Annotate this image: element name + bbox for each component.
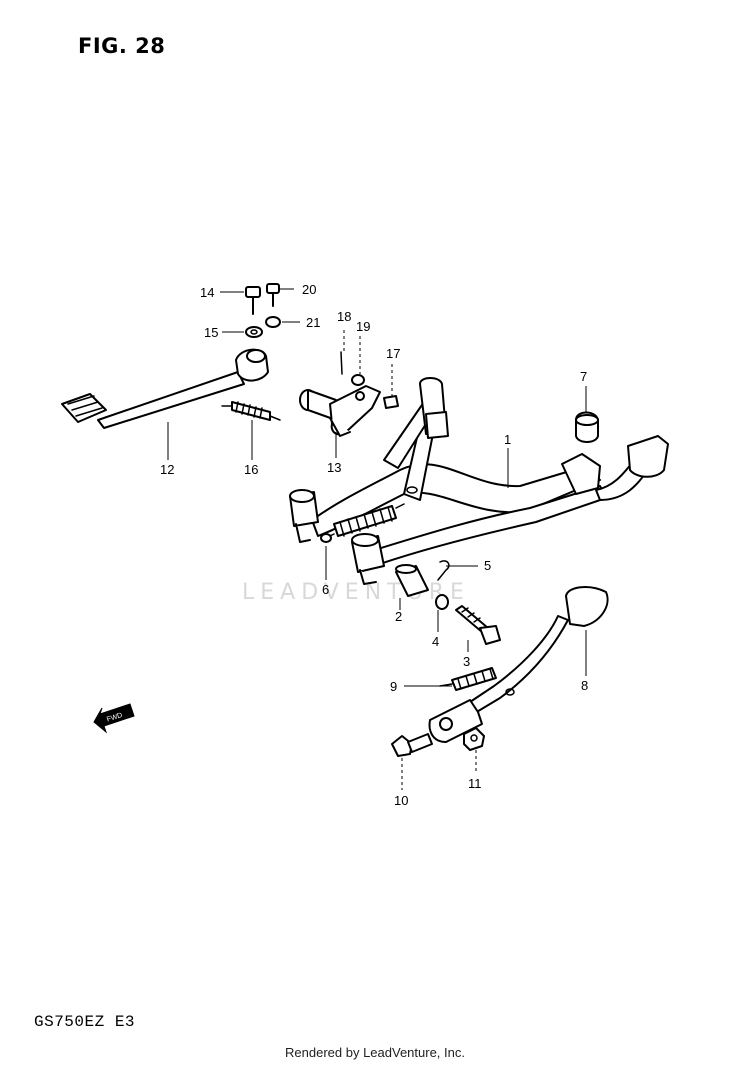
callout-1: 1 — [504, 432, 511, 447]
part-2-collar[interactable] — [395, 564, 429, 597]
part-9-spring[interactable] — [439, 667, 497, 691]
part-18-cotter-pin[interactable] — [340, 351, 343, 375]
callout-17: 17 — [386, 346, 400, 361]
part-19-washer[interactable] — [351, 374, 365, 386]
callout-2: 2 — [395, 609, 402, 624]
callout-15: 15 — [204, 325, 218, 340]
part-11-nut[interactable] — [463, 727, 485, 751]
part-20-bolt[interactable] — [266, 283, 280, 307]
callout-11: 11 — [468, 776, 482, 791]
part-12-brake-pedal[interactable] — [61, 348, 269, 429]
model-code: GS750EZ E3 — [34, 1013, 136, 1031]
callout-12: 12 — [160, 462, 174, 477]
callout-8: 8 — [581, 678, 588, 693]
callout-5: 5 — [484, 558, 491, 573]
part-17-pin[interactable] — [383, 395, 399, 409]
part-16-spring[interactable] — [221, 401, 281, 421]
part-4-washer[interactable] — [435, 594, 449, 610]
callout-10: 10 — [394, 793, 408, 808]
callout-21: 21 — [306, 315, 320, 330]
part-10-pivot-bolt[interactable] — [391, 733, 433, 757]
callout-4: 4 — [432, 634, 439, 649]
part-5-clip[interactable] — [437, 560, 450, 581]
part-1-center-stand[interactable] — [289, 377, 669, 585]
callout-16: 16 — [244, 462, 258, 477]
callout-7: 7 — [580, 369, 587, 384]
part-8-side-stand[interactable] — [428, 586, 609, 743]
callout-9: 9 — [390, 679, 397, 694]
callout-14: 14 — [200, 285, 214, 300]
forward-arrow-icon: FWD — [93, 703, 135, 734]
callout-6: 6 — [322, 582, 329, 597]
part-14-bolt[interactable] — [245, 286, 261, 315]
watermark: LEADVENTURE — [242, 580, 470, 605]
callout-20: 20 — [302, 282, 316, 297]
part-7-stopper[interactable] — [575, 411, 599, 443]
leader-lines — [167, 288, 587, 790]
part-15-nut[interactable] — [245, 326, 263, 338]
callout-labels: 14 15 20 21 18 19 17 7 1 12 16 13 5 6 2 … — [160, 282, 588, 808]
figure-title: FIG. 28 — [78, 34, 166, 58]
callout-3: 3 — [463, 654, 470, 669]
render-credit: Rendered by LeadVenture, Inc. — [285, 1045, 465, 1060]
fwd-label: FWD — [106, 712, 123, 724]
part-6-spring[interactable] — [320, 503, 405, 543]
callout-18: 18 — [337, 309, 351, 324]
part-21-nut[interactable] — [265, 316, 281, 328]
part-13-pivot-arm[interactable] — [299, 385, 381, 437]
callout-13: 13 — [327, 460, 341, 475]
part-3-bolt[interactable] — [455, 605, 501, 645]
callout-19: 19 — [356, 319, 370, 334]
